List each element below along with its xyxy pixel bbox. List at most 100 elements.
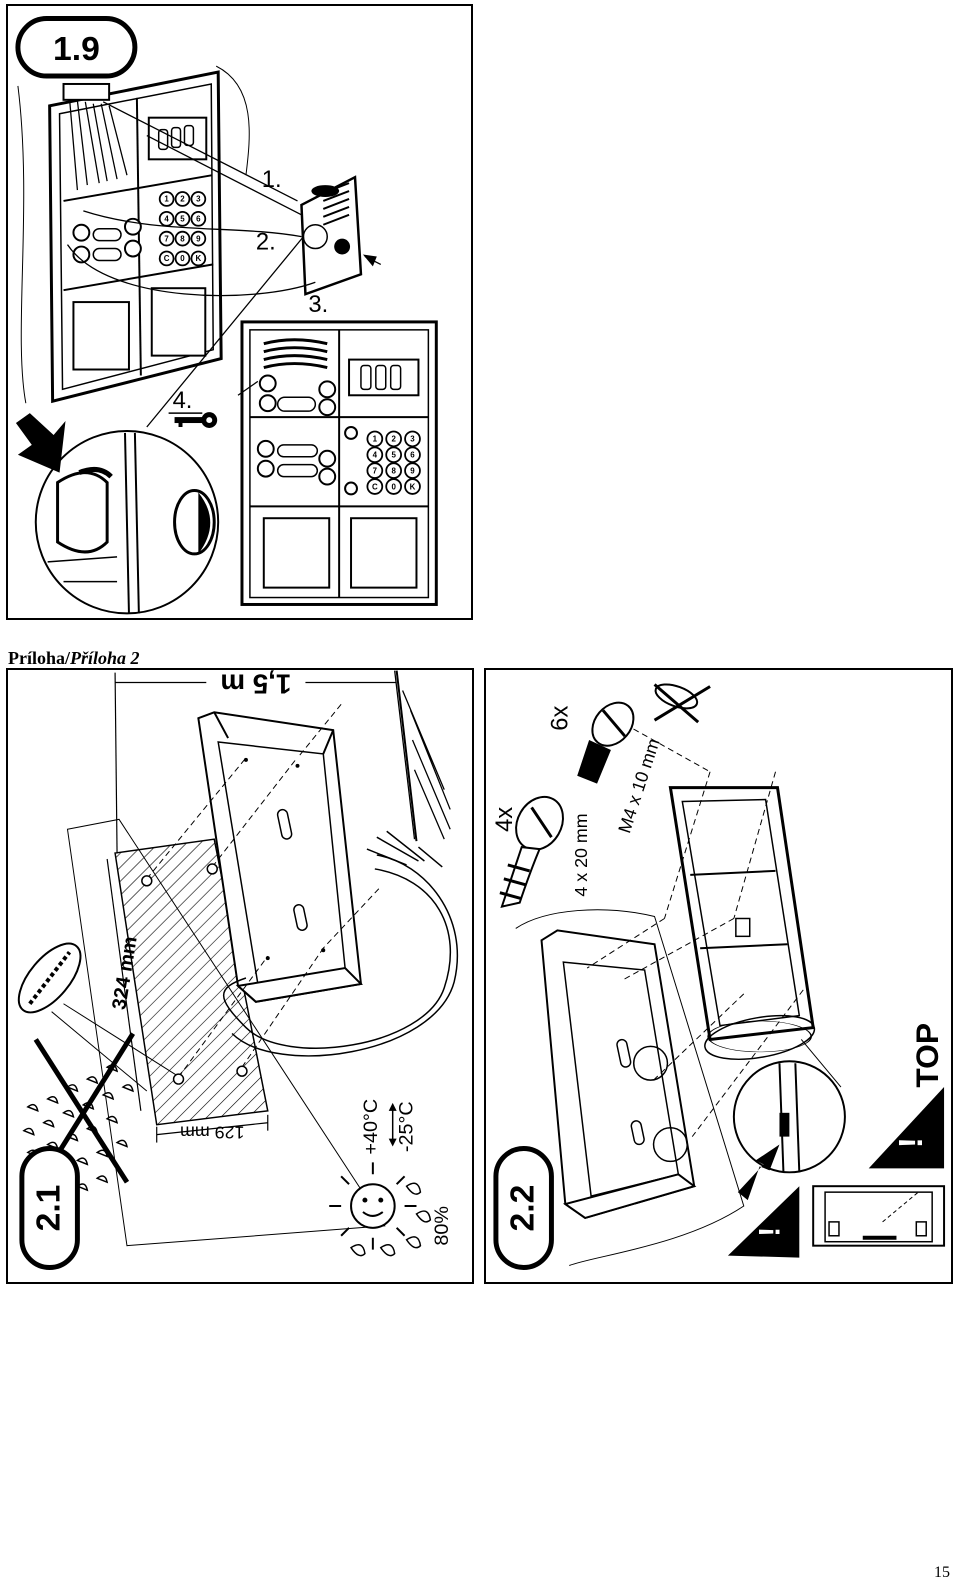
frame-base-highlight [704,1014,816,1060]
screw-size-m4-label: M4 x 10 mm [614,736,663,835]
figure-badge-1-9: 1.9 [15,16,138,79]
temp-low-label: -25°C [396,1101,418,1152]
keypad-key-label: K [410,482,416,491]
badge-text: 2.1 [30,1185,68,1232]
caption-italic: Příloha 2 [70,648,140,668]
keypad-key-label: 3 [196,195,201,204]
droplets-icon [350,1182,432,1257]
keypad-key [366,478,384,495]
figure-2-2-panel: 6x M4 x 10 mm 4x 4 x 20 mm ! TOP ! [484,668,953,1284]
keypad-key [158,191,175,207]
page-number: 15 [934,1564,950,1581]
appendix-caption: Príloha/Příloha 2 [8,648,140,669]
wall-outline [17,85,27,404]
keypad-key-label: 2 [180,195,185,204]
keypad-key [158,230,175,247]
extracted-module [300,175,363,296]
figure-badge-2-2: 2.2 [493,1146,554,1270]
figure-2-1-panel: 1,5 m 324 m [6,668,474,1284]
step-1-label: 1. [262,166,282,193]
warning-icon: ! [727,1186,800,1258]
step-2-label: 2. [256,229,276,256]
keypad-key-label: 6 [410,451,415,460]
keypad-key-label: 7 [373,466,378,475]
keypad-key-label: 5 [180,215,185,224]
sun-icon [329,1162,417,1250]
keypad-key [385,462,402,479]
figure-2-2-drawing: 6x M4 x 10 mm 4x 4 x 20 mm ! TOP ! [491,683,946,1270]
keypad-key-label: 2 [391,435,396,444]
keypad-key [174,230,191,247]
dimension-129-label: 129 mm [180,1123,244,1143]
warning-mark-2: ! [753,1227,786,1237]
keypad-key [366,462,384,479]
caption-main: Príloha/ [8,648,70,668]
keypad-key-label: 5 [391,451,396,460]
screw-size-4x20-label: 4 x 20 mm [571,813,591,896]
key-icon [174,412,218,428]
bottom-frame-view [812,1185,946,1247]
pointer-arrow-icon [737,1144,780,1201]
screw-count-4x: 4x [491,807,518,832]
temp-high-label: +40°C [360,1099,382,1155]
wall-edge [215,65,250,176]
wall-cutout [114,838,269,1126]
keypad-key-label: 0 [180,254,185,263]
keypad-key-label: K [195,254,201,263]
keypad-key [366,430,384,448]
keypad-key-label: 8 [180,234,185,243]
mounting-box [540,929,697,1220]
keypad-key [174,210,191,227]
detail-zoom [34,429,220,615]
keypad-key-label: 4 [164,215,169,224]
step-3-label: 3. [308,291,328,318]
keypad-key-label: 4 [373,451,378,460]
keypad-key [366,446,384,464]
screw-count-6x: 6x [546,706,573,731]
wall-outline [515,909,745,1266]
humidity-label: 80% [431,1206,453,1246]
keypad-key-label: C [164,254,170,263]
step-4-label: 4. [173,387,193,414]
keypad-key-label: 1 [164,195,169,204]
top-warning-icon: ! [868,1087,945,1169]
screw-guides [586,723,804,1137]
small-screw-icon [577,701,635,784]
keypad-key-label: 0 [391,482,396,491]
down-arrow-icon [15,413,66,473]
keypad-key [385,478,402,495]
keypad-key [158,250,175,267]
warning-mark: ! [892,1137,930,1148]
mounting-box [197,711,364,1003]
large-screw-icon [499,795,564,908]
top-label: TOP [909,1023,945,1088]
badge-text: 2.2 [504,1185,542,1232]
wall-edge-hatch [394,670,451,840]
cable [222,868,452,1049]
keypad-key [385,446,402,464]
keypad-key-label: 9 [410,466,415,475]
keypad-key-label: 8 [391,466,396,475]
keypad-key [404,446,421,464]
assembly-arrows [66,101,382,297]
keypad-key [174,250,191,267]
top-detail-zoom [732,1039,846,1174]
keypad-key [190,250,207,267]
height-label: 1,5 m [220,670,291,700]
keypad-key-label: 9 [196,234,201,243]
keypad-key [404,478,421,495]
keypad-key-label: 7 [164,234,169,243]
keypad-key [190,210,207,227]
mounting-frame [668,786,815,1053]
arrow-head-icon [362,254,377,267]
keypad-key-label: 1 [373,435,378,444]
keypad-key-label: C [372,482,378,491]
anchor-detail [17,942,177,1092]
keypad-key [174,191,191,207]
keypad-key [404,430,421,448]
badge-text: 1.9 [53,30,100,68]
wall-area-outline [66,818,386,1247]
